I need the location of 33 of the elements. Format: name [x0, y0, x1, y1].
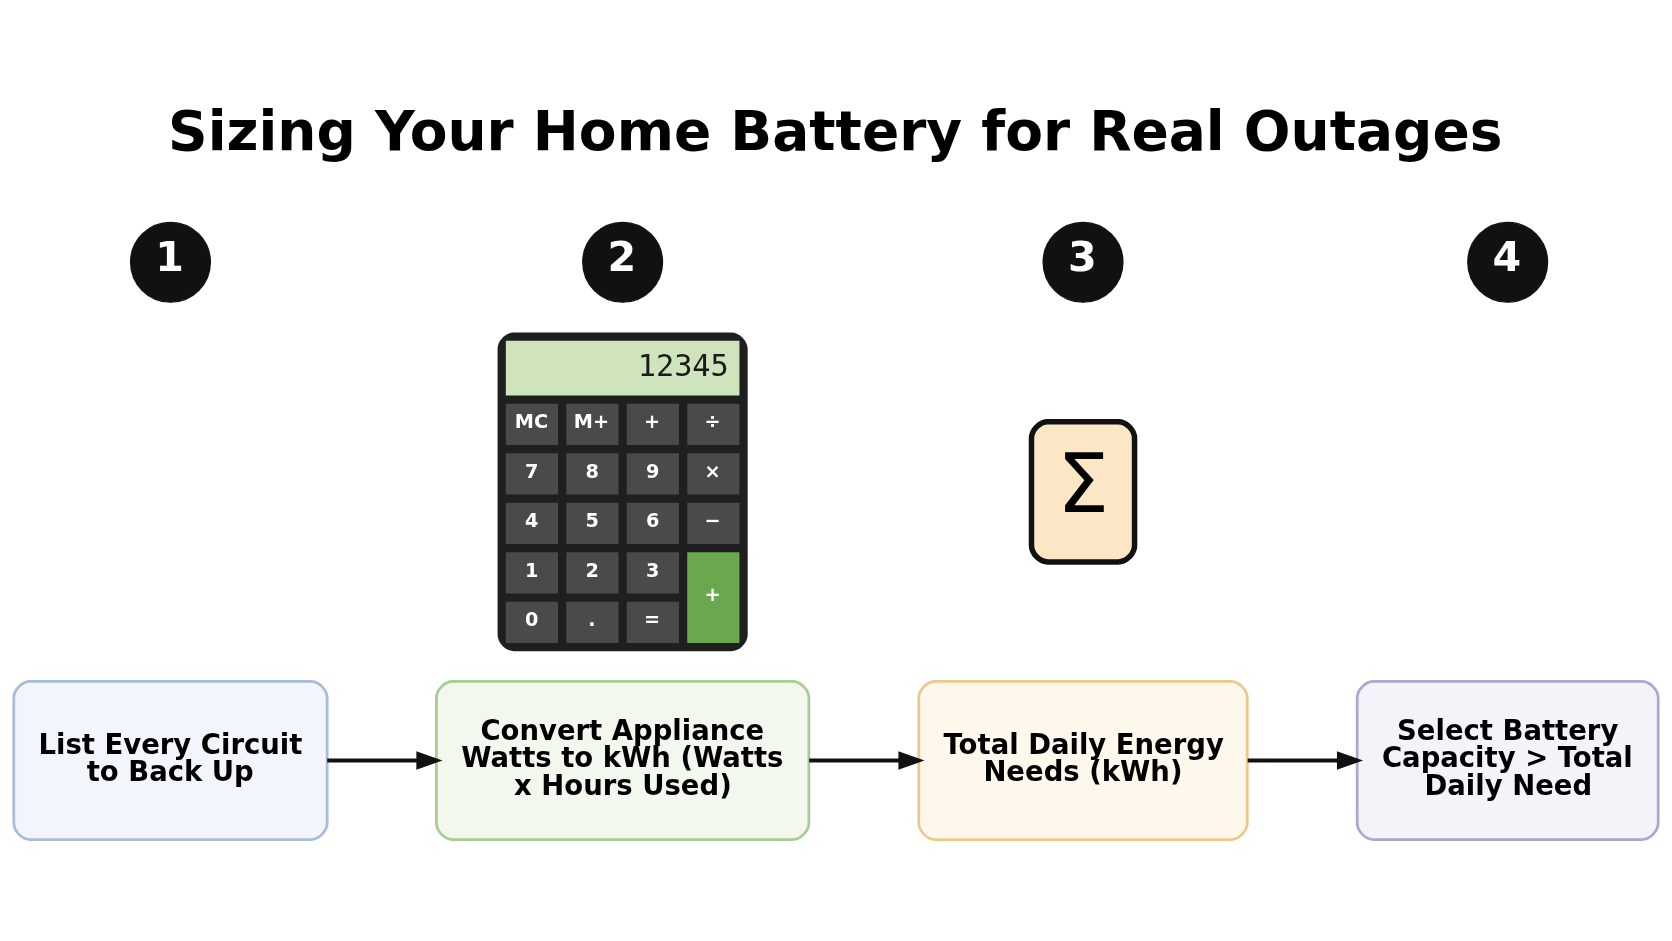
node-circle: 2 — [582, 221, 664, 303]
label: 4 — [525, 509, 539, 533]
node-box: Total Daily Energy Needs (kWh) — [917, 680, 1249, 841]
label: × — [704, 459, 721, 483]
label: 1 — [525, 558, 539, 582]
label: M+ — [573, 410, 610, 434]
label: 0 — [525, 608, 539, 632]
node-box: Select Battery Capacity > Total Daily Need — [1355, 680, 1660, 841]
node-box: List Every Circuit to Back Up — [12, 680, 329, 841]
arrow — [327, 751, 443, 770]
label: + — [704, 583, 721, 607]
label: = — [643, 608, 661, 632]
arrow — [809, 751, 925, 770]
label: 12345 — [637, 347, 729, 383]
node-circle: 1 — [129, 221, 212, 303]
label: 7 — [525, 459, 539, 483]
label: 9 — [646, 459, 660, 483]
label: 2 — [585, 558, 599, 582]
label: 3 — [646, 558, 660, 582]
label: . — [588, 608, 596, 632]
label: + — [643, 410, 661, 434]
label: Σ — [1056, 435, 1110, 532]
arrow — [1247, 751, 1364, 770]
node-circle: 4 — [1467, 221, 1549, 303]
node-box: Convert Appliance Watts to kWh (Watts x Hours Used) — [435, 680, 811, 841]
node-circle: 3 — [1042, 221, 1124, 303]
label: MC — [514, 410, 549, 434]
label: ÷ — [704, 410, 721, 434]
label: 5 — [585, 509, 599, 533]
label: 8 — [585, 459, 599, 483]
label: 6 — [646, 509, 660, 533]
diagram-title: Sizing Your Home Battery for Real Outages — [168, 98, 1503, 163]
label: − — [704, 509, 721, 533]
